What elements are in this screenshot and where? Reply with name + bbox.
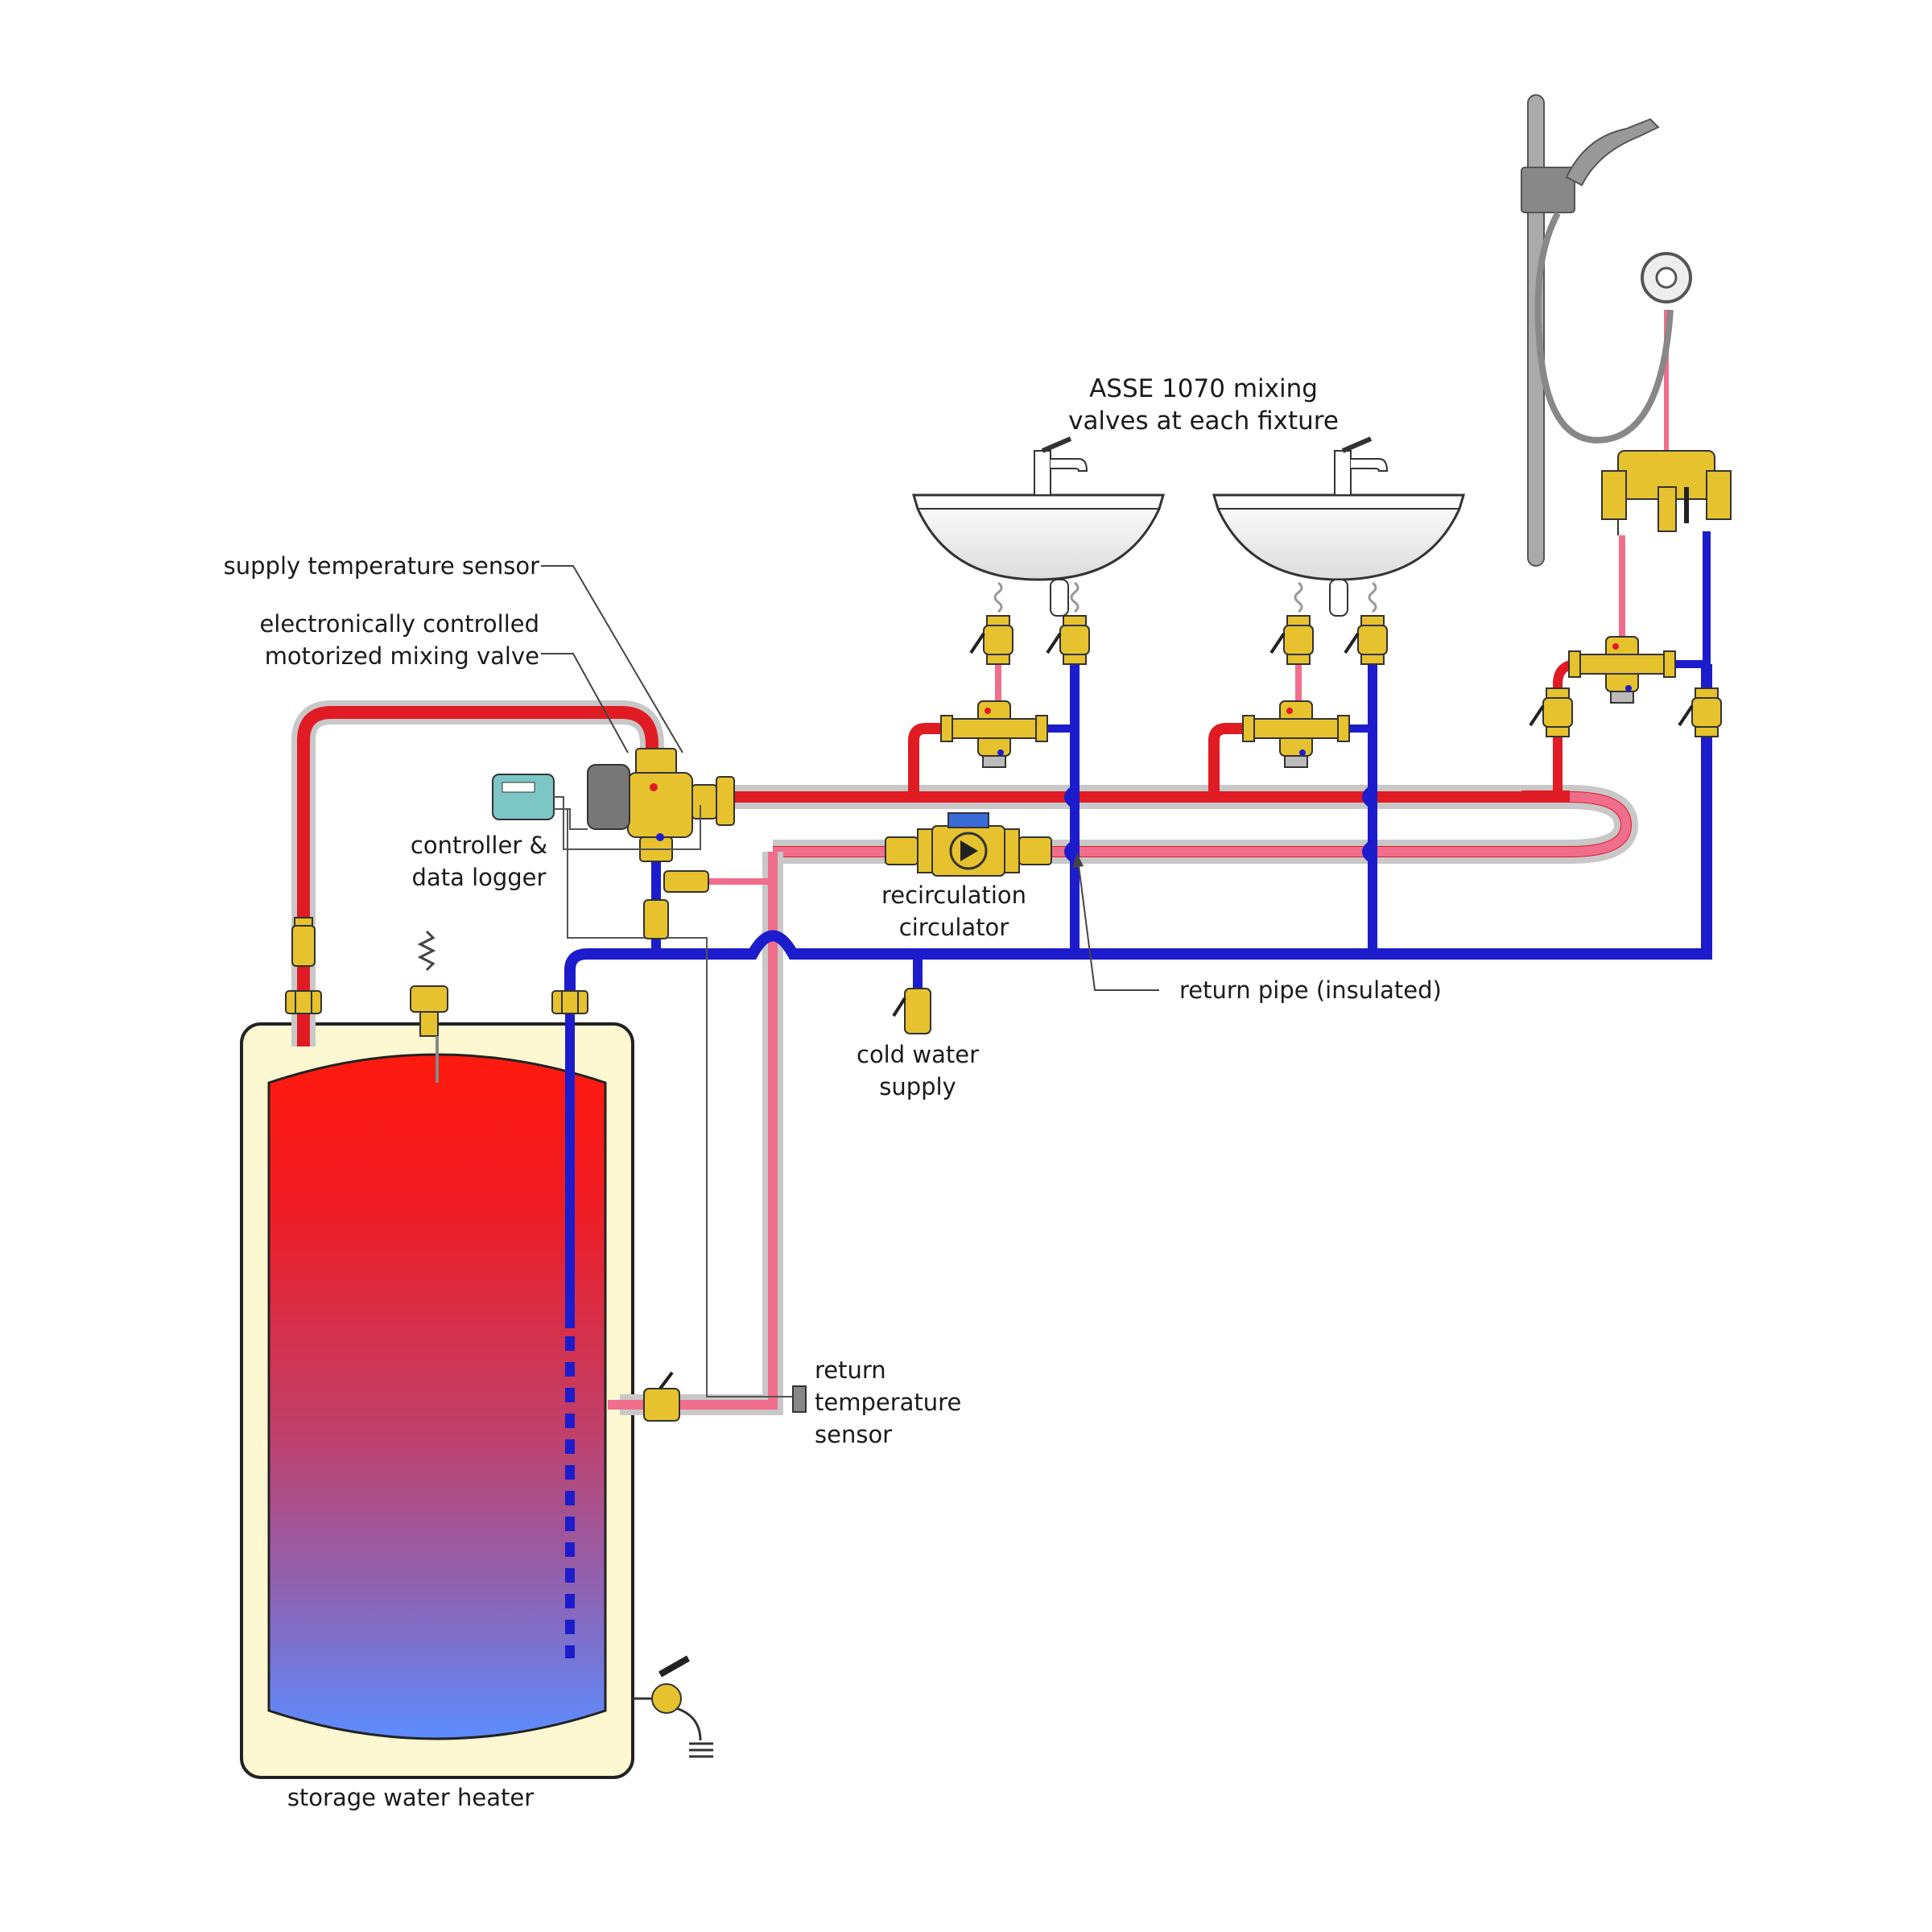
motorized-mixing-valve <box>587 748 735 862</box>
shower-hot-stop <box>1529 687 1574 738</box>
shower-mixing-valve <box>1568 636 1676 704</box>
mixing-valve-label-line2: motorized mixing valve <box>264 642 539 670</box>
sink1-cold-stop <box>1046 614 1091 666</box>
sink2-cold-supply-line <box>1368 581 1377 613</box>
fixture-mixing-label: ASSE 1070 mixing valves at each fixture <box>1055 373 1352 437</box>
cold-main <box>564 664 1712 1002</box>
bypass-check-valve <box>663 870 709 893</box>
return-sensor-label: return temperature sensor <box>815 1354 961 1451</box>
sink2-hot-supply-line <box>1294 581 1303 613</box>
leader-lines <box>541 565 1159 991</box>
shower-cold-stop <box>1678 687 1723 738</box>
return-sensor-label-line2: temperature <box>815 1389 962 1416</box>
hot-check-valve <box>291 917 316 967</box>
mixing-valve-label: electronically controlled motorized mixi… <box>185 608 539 672</box>
pipe-crossovers <box>1064 785 1375 864</box>
sink2-mixing-valve <box>1242 700 1350 768</box>
sink1-mixing-valve <box>940 700 1048 768</box>
relief-valve <box>410 930 448 1083</box>
hot-supply-pipe <box>291 700 664 1046</box>
drain-valve <box>633 1655 713 1758</box>
cold-supply-valve <box>892 988 931 1034</box>
heater-cold-union <box>551 990 588 1014</box>
sink-2 <box>1212 436 1466 617</box>
recirculation-circulator <box>885 812 1052 877</box>
sink1-cold-supply-line <box>1070 581 1080 613</box>
cold-supply-label: cold water supply <box>837 1038 998 1103</box>
shower-fixture <box>1521 94 1732 567</box>
sink1-hot-supply-line <box>993 581 1003 613</box>
controller-data-logger <box>492 774 793 1397</box>
heater-hot-union <box>285 990 322 1014</box>
return-check-valve <box>643 1371 680 1422</box>
return-pipe-label: return pipe (insulated) <box>1179 976 1442 1004</box>
recirc-label-line2: circulator <box>898 914 1009 941</box>
controller-label: controller & data logger <box>394 829 564 894</box>
fixture-mixing-label-line1: ASSE 1070 mixing <box>1089 374 1318 403</box>
return-sensor-label-line3: sensor <box>815 1421 893 1448</box>
mixing-valve-label-line1: electronically controlled <box>259 610 539 638</box>
return-sensor-label-line1: return <box>815 1356 886 1384</box>
hot-main <box>729 785 1639 864</box>
controller-label-line1: controller & <box>410 832 548 859</box>
sink2-hot-stop <box>1269 614 1315 666</box>
sink1-hot-stop <box>969 614 1014 666</box>
return-temperature-sensor <box>792 1385 807 1413</box>
mixer-cold-check-valve <box>643 899 669 939</box>
recirc-label: recirculation circulator <box>869 879 1038 943</box>
cold-supply-label-line1: cold water <box>857 1041 979 1068</box>
heater-label: storage water heater <box>287 1784 535 1811</box>
supply-sensor-label: supply temperature sensor <box>223 552 539 580</box>
cold-supply-label-line2: supply <box>879 1073 956 1100</box>
sink2-cold-stop <box>1344 614 1389 666</box>
recirc-label-line1: recirculation <box>881 881 1027 909</box>
storage-water-heater <box>240 1022 634 1779</box>
sink-1 <box>911 436 1166 617</box>
controller-label-line2: data logger <box>411 864 547 891</box>
fixture-mixing-label-line2: valves at each fixture <box>1068 407 1339 436</box>
